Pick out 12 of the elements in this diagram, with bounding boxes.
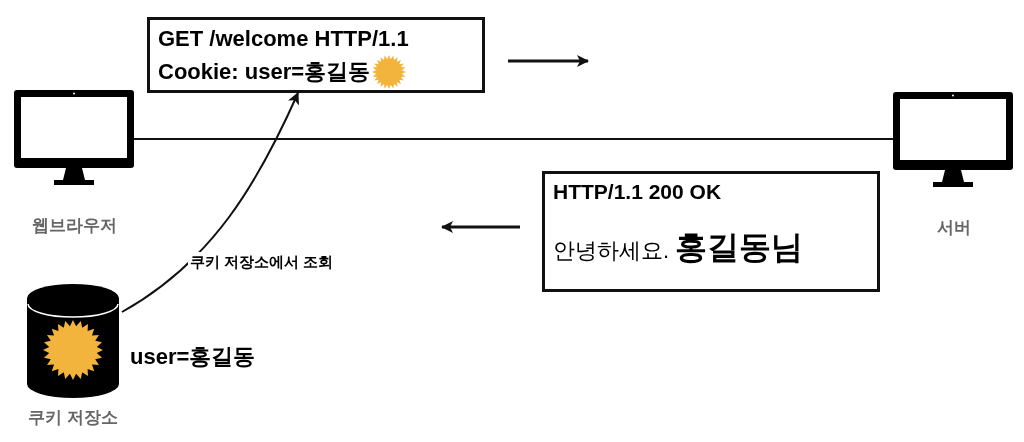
message-box bbox=[542, 171, 880, 292]
cookie-header: Cookie: user=홍길동 bbox=[158, 58, 371, 86]
connector-line bbox=[133, 138, 894, 140]
greeting-text: 안녕하세요. 홍길동님 bbox=[553, 228, 805, 267]
stored-value: user=홍길동 bbox=[130, 343, 256, 371]
status-line: HTTP/1.1 200 OK bbox=[553, 180, 723, 204]
request-line: GET /welcome HTTP/1.1 bbox=[158, 26, 409, 52]
message-box bbox=[147, 17, 485, 93]
device-caption: 서버 bbox=[935, 217, 972, 239]
storage-caption: 쿠키 저장소 bbox=[27, 407, 119, 429]
device-caption: 웹브라우저 bbox=[30, 215, 118, 237]
arrow bbox=[121, 92, 299, 313]
